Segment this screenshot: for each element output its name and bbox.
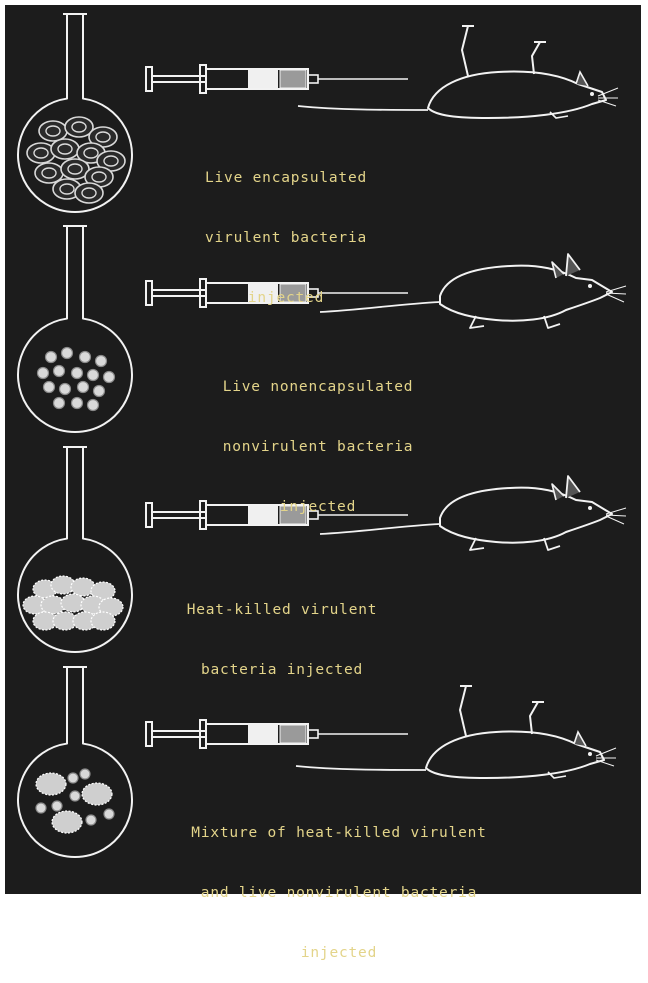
legs-icon [462, 26, 474, 76]
legs-icon [460, 686, 472, 736]
eye-icon [588, 752, 592, 756]
capsule-icon [51, 139, 79, 159]
plunger-handle-icon [146, 503, 152, 527]
cell-icon [72, 398, 83, 409]
cell-icon [36, 773, 66, 795]
capsule-icon [75, 183, 103, 203]
cell-icon [52, 801, 62, 811]
cell-icon [54, 398, 65, 409]
capsule-icon [39, 121, 67, 141]
plunger-handle-icon [146, 67, 152, 91]
cell-icon [91, 612, 115, 630]
bacteria-icon [36, 769, 114, 833]
ear-icon [574, 732, 586, 746]
cell-icon [38, 368, 49, 379]
cell-icon [80, 352, 91, 363]
cell-icon [52, 811, 82, 833]
inoculum-icon [280, 725, 306, 743]
cell-icon [96, 356, 107, 367]
cell-icon [104, 372, 115, 383]
ear-icon [566, 476, 580, 498]
tail-icon [298, 106, 428, 110]
bacteria-icon [23, 576, 123, 630]
ear-icon [576, 72, 588, 86]
caption-mixture: Mixture of heat-killed virulent and live… [191, 783, 486, 983]
eye-icon [588, 506, 592, 510]
eye-icon [590, 92, 594, 96]
hub-icon [308, 75, 318, 83]
eye-icon [588, 284, 592, 288]
cell-icon [80, 769, 90, 779]
syringe-icon [146, 720, 408, 748]
tail-icon [296, 766, 426, 770]
cell-icon [60, 384, 71, 395]
cell-icon [62, 348, 73, 359]
cell-icon [54, 366, 65, 377]
cell-icon [104, 809, 114, 819]
hub-icon [308, 730, 318, 738]
syringe-icon [146, 65, 408, 93]
bacteria-icon [27, 117, 125, 203]
cell-icon [94, 386, 105, 397]
cell-icon [70, 791, 80, 801]
cell-icon [36, 803, 46, 813]
inoculum-icon [280, 70, 306, 88]
cell-icon [72, 368, 83, 379]
cell-icon [82, 783, 112, 805]
ear-icon [566, 254, 580, 276]
cell-icon [78, 382, 89, 393]
caption-encapsulated: Live encapsulated virulent bacteria inje… [205, 128, 367, 328]
mouse-dead-icon [298, 26, 618, 118]
cell-icon [86, 815, 96, 825]
bacteria-icon [38, 348, 115, 411]
plunger-handle-icon [146, 281, 152, 305]
caption-heat-killed: Heat-killed virulent bacteria injected [187, 560, 378, 700]
cell-icon [68, 773, 78, 783]
cell-icon [88, 400, 99, 411]
plunger-handle-icon [146, 722, 152, 746]
cell-icon [44, 382, 55, 393]
cell-icon [88, 370, 99, 381]
caption-nonencapsulated: Live nonencapsulated nonvirulent bacteri… [223, 337, 414, 537]
cell-icon [46, 352, 57, 363]
